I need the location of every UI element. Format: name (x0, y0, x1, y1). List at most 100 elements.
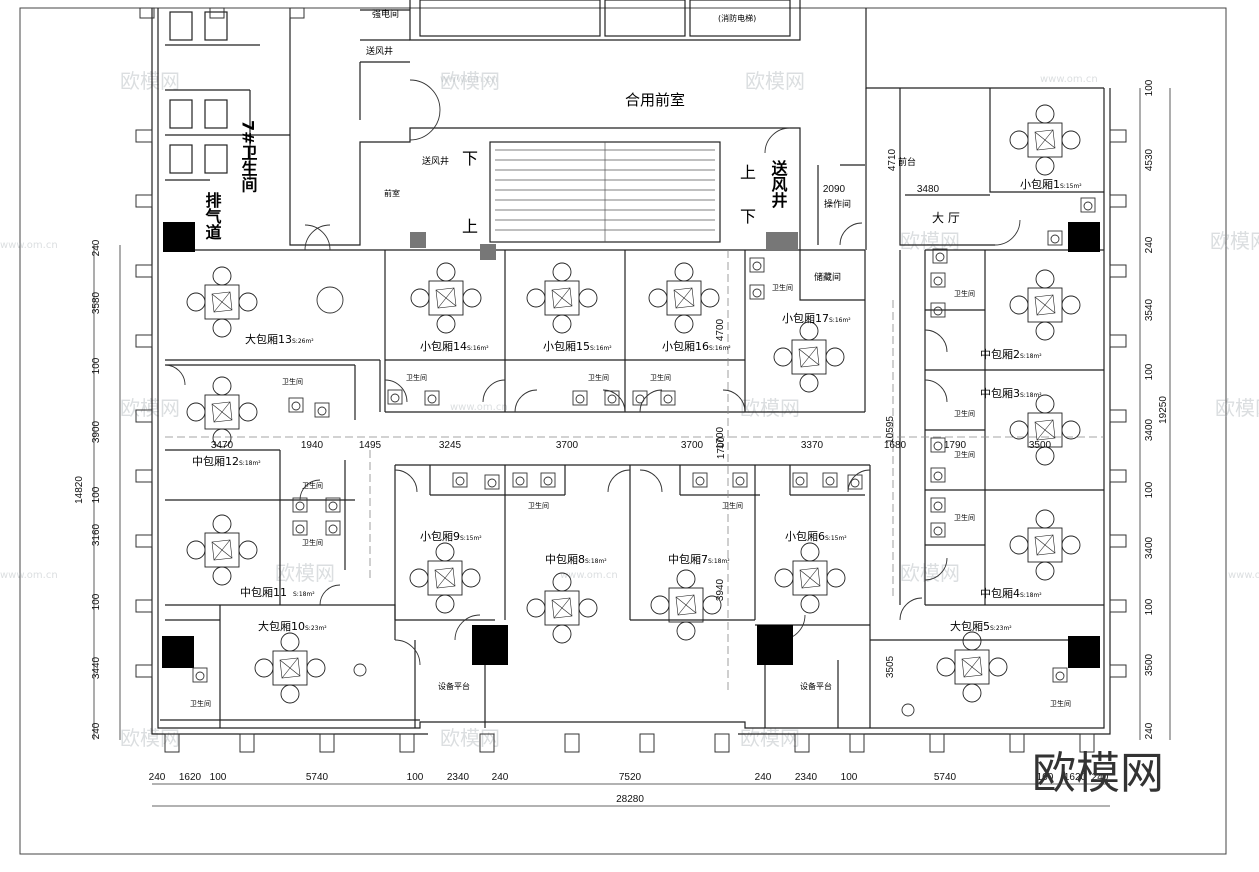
toilet-label: 卫生间 (954, 409, 975, 418)
toilet-fixture (314, 402, 330, 418)
dimension-text: 3400 (1144, 536, 1155, 559)
toilet-label: 卫生间 (954, 513, 975, 522)
dimension-text: 5740 (306, 772, 329, 783)
room-label-8: 中包厢8S:18m² (545, 553, 607, 566)
dimension-text: 100 (91, 593, 102, 610)
room-label-14: 小包厢14S:16m² (420, 340, 489, 353)
dimension-text: 100 (1144, 363, 1155, 380)
dimension-text: 3540 (1144, 298, 1155, 321)
dimension-text: 240 (1144, 236, 1155, 253)
dimension-text: 240 (1092, 772, 1109, 783)
dimension-text: 3440 (91, 656, 102, 679)
room-label-17: 小包厢17S:16m² (782, 312, 851, 325)
dimension-text: 3470 (211, 440, 234, 451)
toilet-label: 卫生间 (406, 373, 427, 382)
pilaster (714, 733, 730, 753)
vent-shaft-small-label: 送风井 (422, 155, 449, 167)
pilaster (849, 733, 865, 753)
toilet-fixture (424, 390, 440, 406)
toilet-fixture (1052, 667, 1068, 683)
toilet-fixture (822, 472, 838, 488)
dining-table (409, 542, 481, 614)
dimension-text: 1700 (715, 426, 726, 449)
dining-table (410, 262, 482, 334)
toilet-fixture (930, 497, 946, 513)
toilet-fixture (540, 472, 556, 488)
dimension-text: 100 (1144, 79, 1155, 96)
dimension-text: 5740 (934, 772, 957, 783)
pilaster (1109, 194, 1127, 208)
dining-table (254, 632, 326, 704)
toilet-fixture (387, 389, 403, 405)
dimension-text: 19250 (1158, 396, 1169, 424)
dimension-text: 3900 (91, 420, 102, 443)
decor-plant (316, 286, 344, 314)
toilet-fixture (192, 667, 208, 683)
pilaster (1109, 664, 1127, 678)
dimension-text: 1790 (944, 440, 967, 451)
room-label-5: 大包厢5S:23m² (950, 619, 1012, 633)
toilet-label: 卫生间 (772, 283, 793, 292)
dimension-text: 3480 (917, 184, 940, 195)
equip-platform-left-label: 设备平台 (438, 681, 470, 691)
dimension-text: 2090 (823, 184, 846, 195)
pilaster (135, 129, 153, 143)
dimension-text: 7520 (619, 772, 642, 783)
toilet-fixture (572, 390, 588, 406)
anteroom-label: 前室 (384, 188, 400, 198)
toilet-label: 卫生间 (302, 538, 323, 547)
stair-up-label-2: 上 (462, 217, 478, 236)
dimension-text: 3700 (681, 440, 704, 451)
pilaster (1079, 733, 1095, 753)
logo: 欧模网 (1032, 748, 1164, 799)
storage-label: 储藏间 (814, 271, 841, 283)
dimension-text: 240 (492, 772, 509, 783)
stair-down-label-2: 下 (740, 207, 756, 226)
watermark: 欧模网 (120, 396, 180, 420)
pilaster (164, 733, 180, 753)
room-label-2: 中包厢2S:18m² (980, 348, 1042, 361)
dimension-text: 100 (1037, 772, 1054, 783)
operation-room-label: 操作间 (824, 198, 851, 210)
dimension-text: 1700 (716, 436, 727, 459)
pilaster (1109, 409, 1127, 423)
pilaster (1109, 599, 1127, 613)
toilet-fixture (1047, 230, 1063, 246)
pilaster (479, 733, 495, 753)
room-label-12: 中包厢12S:18m² (192, 455, 261, 468)
toilet-label: 卫生间 (302, 481, 323, 490)
dimension-text: 3505 (885, 655, 896, 678)
front-desk-label: 前台 (898, 156, 916, 168)
dimension-text: 2340 (447, 772, 470, 783)
toilet-fixture (749, 284, 765, 300)
dimension-text: 240 (1144, 722, 1155, 739)
room-label-15: 小包厢15S:16m² (543, 340, 612, 353)
toilet-fixture (930, 522, 946, 538)
dimension-text: 1495 (359, 440, 382, 451)
dimension-text: 240 (149, 772, 166, 783)
dining-table (773, 321, 845, 393)
pilaster (135, 264, 153, 278)
pilaster (639, 733, 655, 753)
room-label-10: 大包厢10S:23m² (258, 619, 327, 633)
structural-columns (162, 222, 1100, 668)
toilet-fixture (325, 497, 341, 513)
toilet-label: 卫生间 (954, 450, 975, 459)
watermark: 欧模网 (1215, 396, 1259, 420)
dimension-text: 100 (1144, 598, 1155, 615)
dimension-text: 3940 (715, 578, 726, 601)
dimension-text: 100 (210, 772, 227, 783)
room-label-7: 中包厢7S:18m² (668, 553, 730, 566)
pilaster (135, 409, 153, 423)
dimension-text: 4710 (887, 148, 898, 171)
equip-platform-right-label: 设备平台 (800, 681, 832, 691)
watermark: 欧模网 (740, 726, 800, 750)
watermark: 欧模网 (740, 396, 800, 420)
pilaster (139, 7, 155, 19)
toilet-fixture (512, 472, 528, 488)
toilet-fixture (292, 497, 308, 513)
pilaster (135, 664, 153, 678)
pilaster (1009, 733, 1025, 753)
